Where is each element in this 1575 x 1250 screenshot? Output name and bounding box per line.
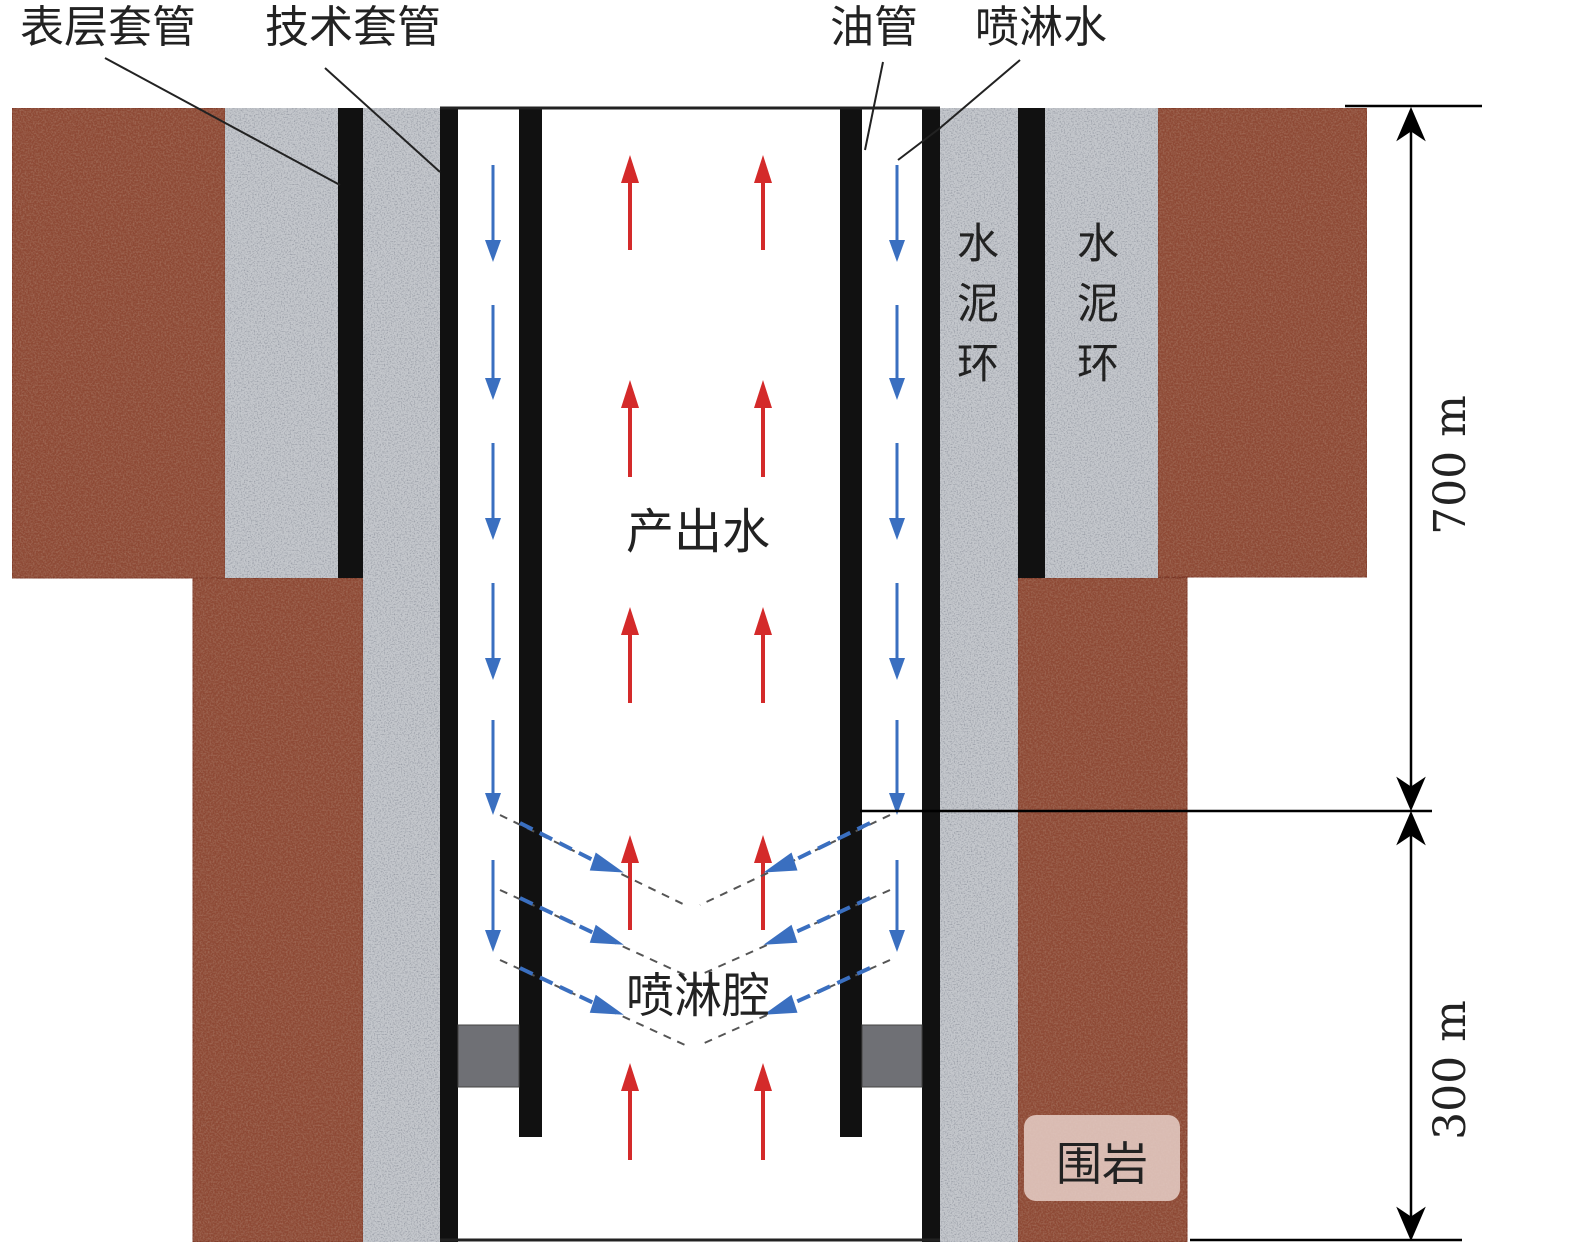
- down-arrow-head: [485, 658, 501, 680]
- down-arrow-head: [485, 240, 501, 262]
- spray-arrow-right: [784, 896, 871, 939]
- cement-ring: [225, 108, 1158, 1242]
- down-arrow-head: [889, 518, 905, 540]
- spray-arrow-right: [784, 966, 871, 1009]
- spray-arrow-left-head: [589, 994, 624, 1015]
- leader-lines: [104, 57, 1021, 186]
- surface-casing: [338, 108, 1045, 578]
- down-arrow-head: [485, 378, 501, 400]
- surface-casing-label: 表层套管: [20, 2, 196, 53]
- down-arrow-head: [889, 658, 905, 680]
- spray-arrow-left: [519, 966, 603, 1009]
- spray-arrow-left: [519, 896, 603, 939]
- cement-ring-left-char: 环: [957, 339, 999, 388]
- down-arrow-head: [485, 793, 501, 815]
- down-arrow-head: [889, 240, 905, 262]
- cement-ring-left-char: 泥: [957, 279, 999, 328]
- up-arrow-head: [621, 607, 639, 635]
- spray-trajectory-lines: [499, 814, 891, 1046]
- spray-arrow-right-head: [763, 924, 798, 945]
- spray-water-flow-arrows: [485, 165, 905, 952]
- cement-ring-right-char: 水: [1077, 219, 1119, 268]
- produced-water-flow-arrows: [621, 155, 772, 1160]
- down-arrow-head: [889, 930, 905, 952]
- spray-chamber-label: 喷淋腔: [626, 968, 770, 1024]
- up-arrow-head: [621, 835, 639, 863]
- spray-arrow-right: [784, 821, 871, 867]
- cement-ring-left-char: 水: [957, 219, 999, 268]
- spray-arrow-left-head: [589, 852, 624, 873]
- depth-dimension: [860, 104, 1482, 1242]
- packer: [457, 1024, 923, 1088]
- tubing: [519, 108, 862, 1137]
- surrounding-rock: [11, 107, 1368, 1243]
- down-arrow-head: [485, 518, 501, 540]
- spray-arrow-left: [519, 821, 603, 867]
- up-arrow-head: [754, 835, 772, 863]
- spray-arrow-left-head: [589, 924, 624, 945]
- down-arrow-head: [889, 378, 905, 400]
- down-arrow-head: [485, 930, 501, 952]
- depth-lower-label: 300 m: [1425, 1000, 1476, 1140]
- up-arrow-head: [621, 155, 639, 183]
- depth-upper-label: 700 m: [1425, 395, 1476, 535]
- surrounding-rock-label-box: [1024, 1115, 1180, 1201]
- up-arrow-head: [754, 607, 772, 635]
- spray-arrow-right-head: [763, 852, 798, 873]
- down-arrow-head: [889, 793, 905, 815]
- up-arrow-head: [754, 1063, 772, 1091]
- up-arrow-head: [621, 380, 639, 408]
- spray-arrow-right-head: [763, 994, 798, 1015]
- tubing-label: 油管: [830, 2, 918, 53]
- technical-casing: [440, 108, 940, 1242]
- technical-casing-label: 技术套管: [265, 2, 441, 53]
- up-arrow-head: [754, 155, 772, 183]
- cement-ring-right-char: 环: [1077, 339, 1119, 388]
- surrounding-rock-label: 围岩: [1056, 1137, 1148, 1191]
- spray-water-label: 喷淋水: [975, 2, 1107, 53]
- cement-ring-right-char: 泥: [1077, 279, 1119, 328]
- up-arrow-head: [754, 380, 772, 408]
- up-arrow-head: [621, 1063, 639, 1091]
- produced-water-label: 产出水: [626, 504, 770, 560]
